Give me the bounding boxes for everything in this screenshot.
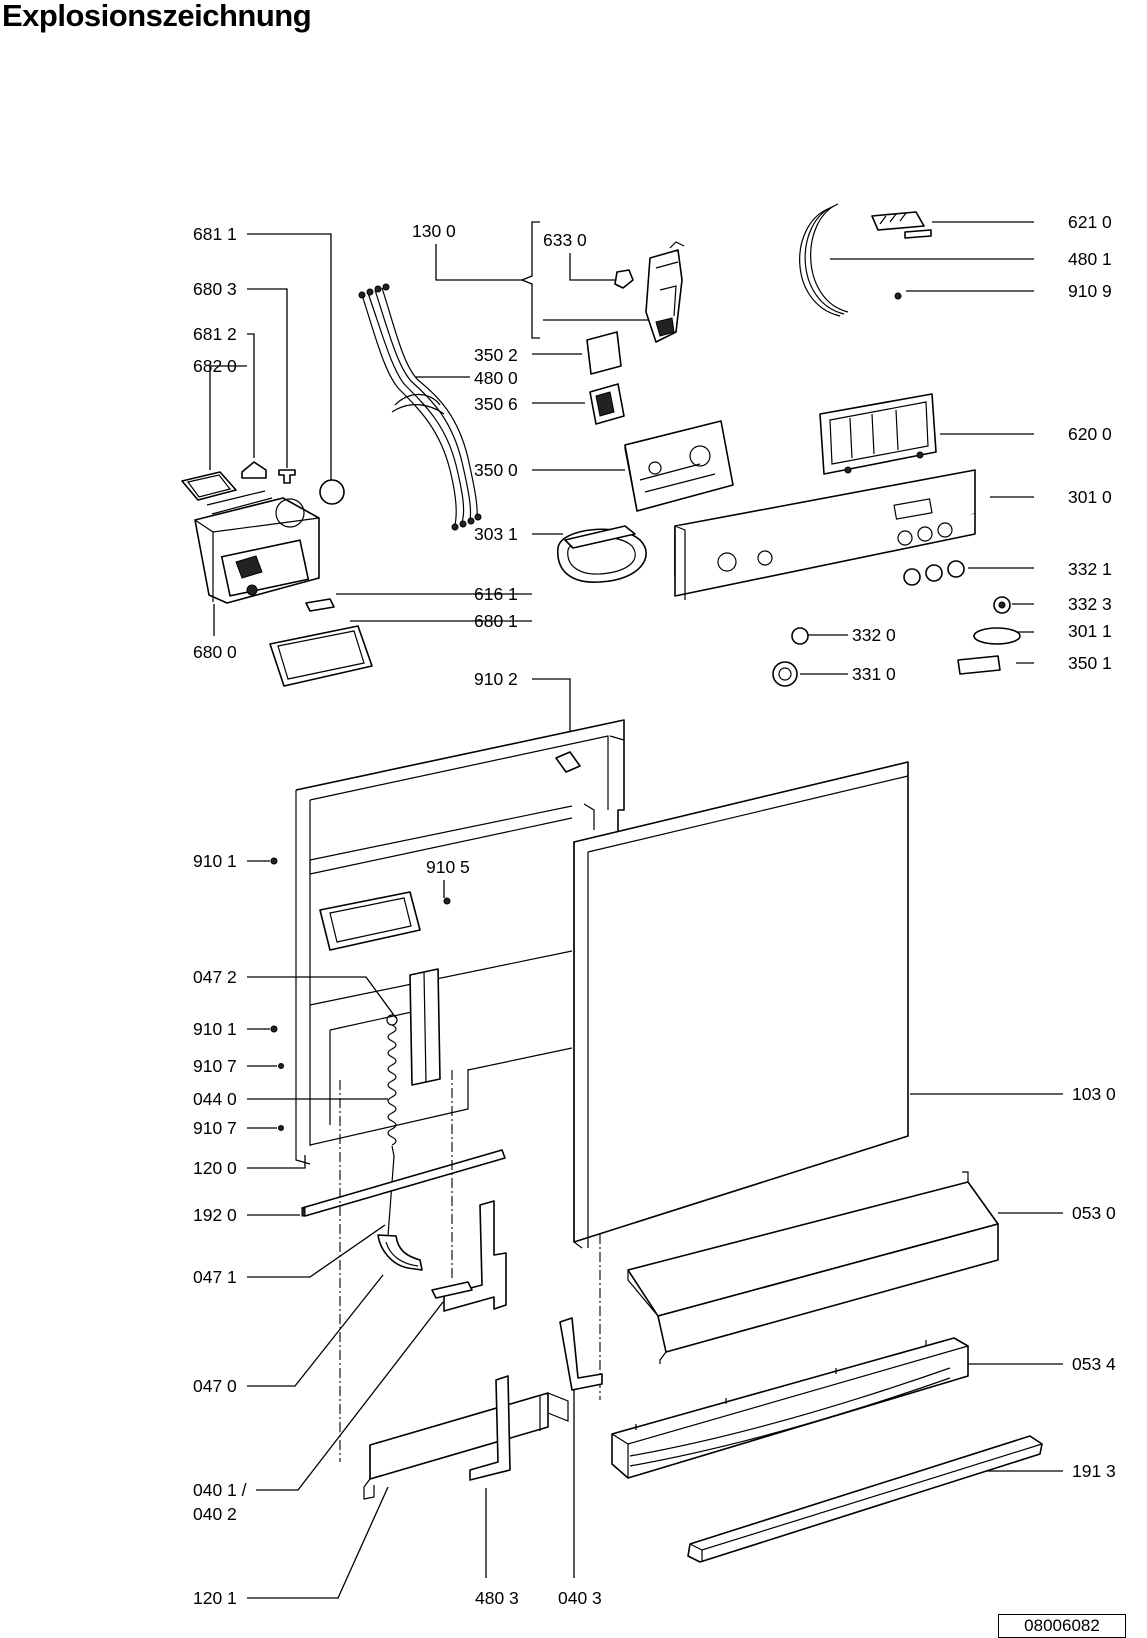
label-480-1: 480 1 xyxy=(1068,249,1112,269)
label-480-0: 480 0 xyxy=(474,368,518,388)
part-screw-910-7b xyxy=(278,1125,284,1131)
label-350-0: 350 0 xyxy=(474,460,518,480)
part-bracket-480-3 xyxy=(469,1375,511,1481)
label-331-0: 331 0 xyxy=(852,664,896,684)
label-332-3: 332 3 xyxy=(1068,594,1112,614)
label-040-2: 040 2 xyxy=(193,1504,237,1524)
part-350-2 xyxy=(586,331,622,375)
label-910-7b: 910 7 xyxy=(193,1118,237,1138)
label-332-1: 332 1 xyxy=(1068,559,1112,579)
part-toeplate-053-4 xyxy=(611,1337,969,1479)
label-047-2: 047 2 xyxy=(193,967,237,987)
label-103-0: 103 0 xyxy=(1072,1084,1116,1104)
part-screw-910-1b xyxy=(270,1025,278,1033)
part-strip-191-3 xyxy=(687,1435,1043,1563)
part-screw-910-1a xyxy=(270,857,278,865)
label-040-1: 040 1 / xyxy=(193,1480,247,1500)
label-130-0: 130 0 xyxy=(412,221,456,241)
parts xyxy=(181,203,1043,1563)
label-620-0: 620 0 xyxy=(1068,424,1112,444)
part-screw-910-9 xyxy=(894,292,902,300)
label-910-7a: 910 7 xyxy=(193,1056,237,1076)
label-303-1: 303 1 xyxy=(474,524,518,544)
part-knob-332-1a xyxy=(903,568,921,586)
document-number: 08006082 xyxy=(998,1614,1126,1638)
label-332-0: 332 0 xyxy=(852,625,896,645)
part-gasket-680-1 xyxy=(269,625,373,687)
part-lock-130-0 xyxy=(645,241,685,343)
label-480-3: 480 3 xyxy=(475,1588,519,1608)
part-strip-192-0 xyxy=(301,1149,506,1217)
label-053-4: 053 4 xyxy=(1072,1354,1116,1374)
label-053-0: 053 0 xyxy=(1072,1203,1116,1223)
part-bracket-047-1 xyxy=(377,1234,423,1271)
label-301-1: 301 1 xyxy=(1068,621,1112,641)
label-680-0: 680 0 xyxy=(193,642,237,662)
label-681-1: 681 1 xyxy=(193,224,237,244)
label-680-3: 680 3 xyxy=(193,279,237,299)
label-910-2: 910 2 xyxy=(474,669,518,689)
label-681-2: 681 2 xyxy=(193,324,237,344)
label-910-1a: 910 1 xyxy=(193,851,237,871)
label-192-0: 192 0 xyxy=(193,1205,237,1225)
leader-lines xyxy=(209,221,1063,1599)
part-panel-040-1 xyxy=(363,1392,569,1500)
label-301-0: 301 0 xyxy=(1068,487,1112,507)
part-ring-681-1 xyxy=(319,479,345,505)
part-handle-303-1 xyxy=(557,525,647,583)
part-bracket-040-3 xyxy=(559,1317,603,1391)
part-inner-door-120-0 xyxy=(295,719,625,1165)
label-350-2: 350 2 xyxy=(474,345,518,365)
part-spring-044-0 xyxy=(386,1014,398,1237)
part-harness-480-0 xyxy=(358,283,482,531)
part-616-1 xyxy=(305,598,335,612)
part-633-0 xyxy=(614,269,634,289)
label-621-0: 621 0 xyxy=(1068,212,1112,232)
diagram-title: Explosionszeichnung xyxy=(2,0,312,33)
label-910-5: 910 5 xyxy=(426,857,470,877)
label-350-6: 350 6 xyxy=(474,394,518,414)
label-910-9: 910 9 xyxy=(1068,281,1112,301)
part-panel-301-0 xyxy=(674,469,976,600)
part-outer-door-103-0 xyxy=(573,761,909,1249)
part-knob-331-0 xyxy=(772,661,798,687)
part-labels: 681 1 680 3 681 2 682 0 680 0 130 0 633 … xyxy=(193,212,1116,1608)
part-lens-301-1 xyxy=(973,627,1021,645)
part-plate-620-0 xyxy=(819,393,937,475)
label-047-0: 047 0 xyxy=(193,1376,237,1396)
part-cap-681-2 xyxy=(241,461,267,479)
label-350-1: 350 1 xyxy=(1068,653,1112,673)
part-module-350-0 xyxy=(624,420,734,512)
label-044-0: 044 0 xyxy=(193,1089,237,1109)
part-350-1 xyxy=(957,655,1001,675)
label-191-3: 191 3 xyxy=(1072,1461,1116,1481)
part-clip-680-3 xyxy=(278,469,296,484)
label-910-1b: 910 1 xyxy=(193,1019,237,1039)
label-047-1: 047 1 xyxy=(193,1267,237,1287)
label-120-0: 120 0 xyxy=(193,1158,237,1178)
label-633-0: 633 0 xyxy=(543,230,587,250)
part-dispenser-680-0 xyxy=(194,490,320,604)
part-screw-910-7a xyxy=(278,1063,284,1069)
label-040-3: 040 3 xyxy=(558,1588,602,1608)
label-120-1: 120 1 xyxy=(193,1588,237,1608)
part-knob-332-0 xyxy=(791,627,809,645)
part-wire-480-1 xyxy=(799,203,849,317)
part-kickplate-053-0 xyxy=(627,1171,999,1364)
part-621-0 xyxy=(871,211,932,239)
